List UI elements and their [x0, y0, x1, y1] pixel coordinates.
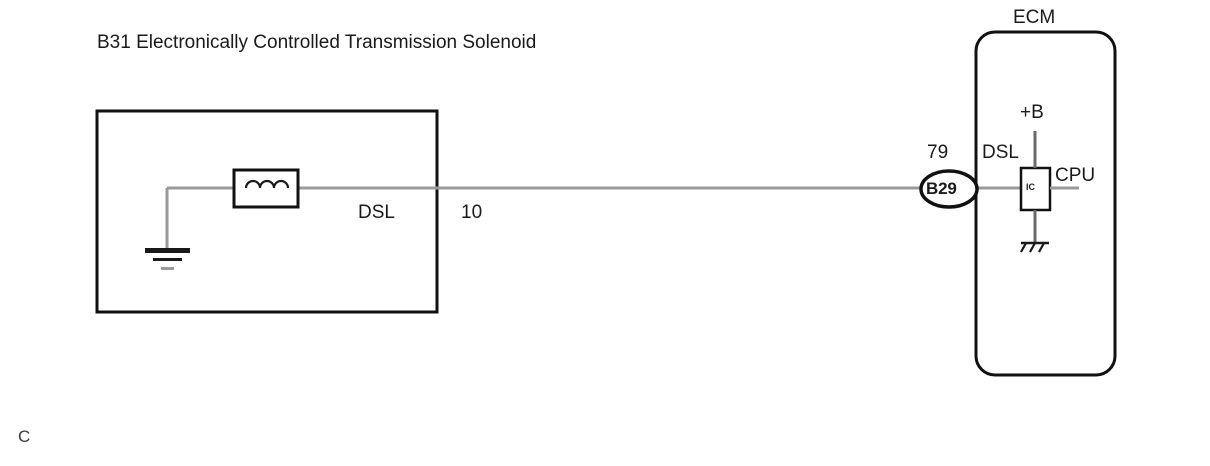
solenoid-coil-box — [232, 168, 300, 209]
ecm-terminal-label: DSL — [982, 142, 1019, 163]
power-supply-label: +B — [1020, 102, 1044, 123]
solenoid-terminal-label: DSL — [358, 202, 395, 223]
ic-label: IC — [1026, 182, 1035, 192]
wire-number-label: 10 — [461, 202, 483, 223]
cpu-label: CPU — [1055, 165, 1096, 186]
solenoid-enclosure-box — [95, 109, 439, 314]
page-marker-label: C — [18, 427, 31, 446]
inductor-coil-icon — [244, 179, 290, 189]
ecm-title-label: ECM — [1013, 7, 1056, 28]
chassis-ground-icon — [1020, 241, 1049, 253]
connector-id-label: B29 — [926, 179, 957, 198]
signal-ground-icon — [145, 248, 190, 270]
page-title: B31 Electronically Controlled Transmissi… — [97, 32, 537, 53]
connector-pin-number-label: 79 — [927, 142, 949, 163]
connector-b29-oval — [919, 169, 979, 209]
